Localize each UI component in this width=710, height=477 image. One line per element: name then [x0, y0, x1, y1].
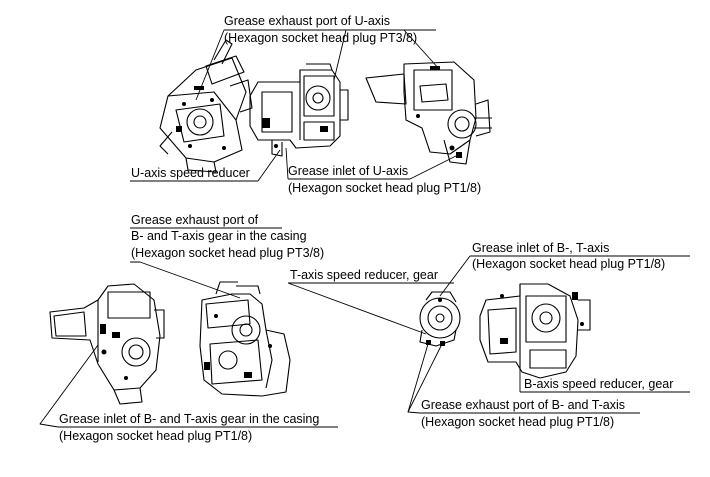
t-axis-reducer-view: [419, 291, 461, 347]
label-bt-exhaust-line2: B- and T-axis gear in the casing: [131, 229, 307, 243]
u-axis-assembly-view-right: [365, 61, 492, 165]
label-bt-exhaust-b-line2: (Hexagon socket head plug PT1/8): [421, 415, 615, 429]
label-t-speed-reducer: T-axis speed reducer, gear: [290, 268, 438, 282]
label-u-exhaust-line1: Grease exhaust port of U-axis: [224, 14, 391, 28]
label-bt-inlet-line2: (Hexagon socket head plug PT1/8): [472, 257, 666, 271]
label-bt-inlet-line1: Grease inlet of B-, T-axis: [472, 241, 610, 255]
bt-axis-leader-lines: [39, 227, 690, 428]
label-u-exhaust-line2: (Hexagon socket head plug PT3/8): [224, 31, 418, 45]
u-axis-leader-lines: [130, 29, 461, 182]
label-bt-exhaust-b-line1: Grease exhaust port of B- and T-axis: [421, 398, 626, 412]
u-axis-assembly-view-middle: [249, 63, 349, 157]
label-bt-exhaust-line1: Grease exhaust port of: [131, 213, 259, 227]
label-bt-gear-inlet-line2: (Hexagon socket head plug PT1/8): [59, 429, 253, 443]
label-u-inlet-line1: Grease inlet of U-axis: [288, 164, 409, 178]
bt-axis-assembly-view-left: [49, 283, 165, 405]
label-u-speed-reducer: U-axis speed reducer: [131, 166, 250, 180]
label-bt-gear-inlet-line1: Grease inlet of B- and T-axis gear in th…: [59, 412, 320, 426]
b-axis-reducer-view: [479, 283, 591, 379]
label-b-speed-reducer: B-axis speed reducer, gear: [524, 377, 674, 391]
u-axis-assembly-view-left: [159, 39, 253, 173]
bt-axis-casing-view: [199, 281, 291, 397]
label-bt-exhaust-line3: (Hexagon socket head plug PT3/8): [131, 246, 325, 260]
label-u-inlet-line2: (Hexagon socket head plug PT1/8): [288, 181, 482, 195]
